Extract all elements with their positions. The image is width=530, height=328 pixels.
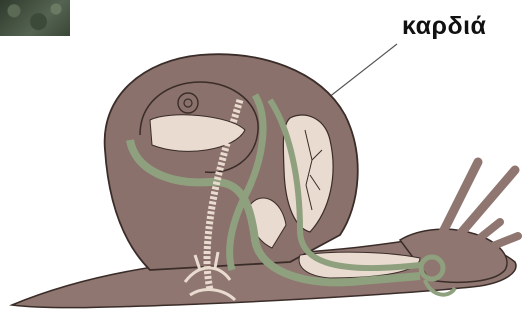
snail-anatomy-drawing: [0, 0, 530, 328]
diagram-stage: καρδιά: [0, 0, 530, 328]
